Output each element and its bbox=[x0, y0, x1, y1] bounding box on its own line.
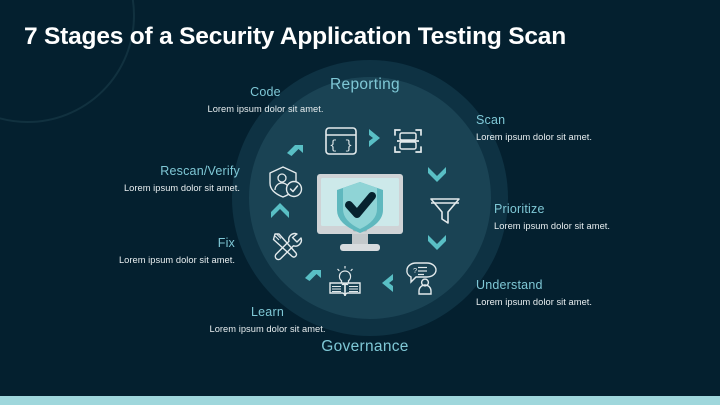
scan-frame-icon bbox=[388, 121, 428, 161]
flow-arrow-learn-to-fix bbox=[300, 262, 326, 288]
wrench-screwdriver-icon bbox=[266, 228, 306, 268]
stage-desc-rescan-verify: Lorem ipsum dolor sit amet. bbox=[123, 182, 240, 193]
stage-desc-prioritize: Lorem ipsum dolor sit amet. bbox=[494, 220, 611, 231]
stage-title-understand: Understand bbox=[476, 278, 543, 292]
stage-title-learn: Learn bbox=[251, 305, 284, 319]
flow-arrow-prioritize-to-understand bbox=[424, 228, 450, 254]
stage-desc-fix: Lorem ipsum dolor sit amet. bbox=[118, 254, 235, 265]
code-window-icon: { } bbox=[321, 121, 361, 161]
book-lightbulb-icon bbox=[325, 262, 365, 302]
funnel-icon bbox=[425, 190, 465, 230]
stage-label-rescan-verify: Rescan/Verify Lorem ipsum dolor sit amet… bbox=[14, 164, 240, 194]
stage-title-rescan-verify: Rescan/Verify bbox=[160, 164, 240, 178]
stage-desc-code: Lorem ipsum dolor sit amet. bbox=[207, 103, 324, 114]
bottom-accent-bar bbox=[0, 396, 720, 405]
flow-arrow-scan-to-prioritize bbox=[424, 160, 450, 186]
pole-label-reporting: Reporting bbox=[330, 76, 400, 93]
stage-title-scan: Scan bbox=[476, 113, 506, 127]
stage-title-prioritize: Prioritize bbox=[494, 202, 545, 216]
stage-desc-learn: Lorem ipsum dolor sit amet. bbox=[209, 323, 326, 334]
decorative-arc-top-left bbox=[0, 0, 135, 123]
stage-label-scan: Scan Lorem ipsum dolor sit amet. bbox=[476, 113, 706, 143]
stage-desc-understand: Lorem ipsum dolor sit amet. bbox=[476, 296, 593, 307]
stage-label-learn: Learn Lorem ipsum dolor sit amet. bbox=[130, 305, 405, 335]
stage-label-code: Code Lorem ipsum dolor sit amet. bbox=[128, 85, 403, 115]
stage-label-understand: Understand Lorem ipsum dolor sit amet. bbox=[476, 278, 706, 308]
svg-text:{ }: { } bbox=[329, 138, 352, 153]
stage-label-prioritize: Prioritize Lorem ipsum dolor sit amet. bbox=[494, 202, 714, 232]
page-title: 7 Stages of a Security Application Testi… bbox=[24, 23, 566, 50]
flow-arrow-rescan-to-code bbox=[282, 137, 308, 163]
stage-title-code: Code bbox=[250, 85, 281, 99]
flow-arrow-fix-to-rescan bbox=[267, 199, 293, 225]
flow-arrow-code-to-scan bbox=[362, 125, 388, 151]
monitor-shield-check-icon bbox=[315, 172, 405, 256]
svg-text:?: ? bbox=[413, 266, 417, 275]
stage-title-fix: Fix bbox=[217, 236, 235, 250]
shield-user-check-icon bbox=[266, 162, 306, 202]
pole-label-governance: Governance bbox=[321, 338, 409, 355]
person-question-bubble-icon: ? bbox=[400, 258, 440, 298]
flow-arrow-understand-to-learn bbox=[374, 270, 400, 296]
stage-desc-scan: Lorem ipsum dolor sit amet. bbox=[476, 131, 593, 142]
stage-label-fix: Fix Lorem ipsum dolor sit amet. bbox=[20, 236, 235, 266]
